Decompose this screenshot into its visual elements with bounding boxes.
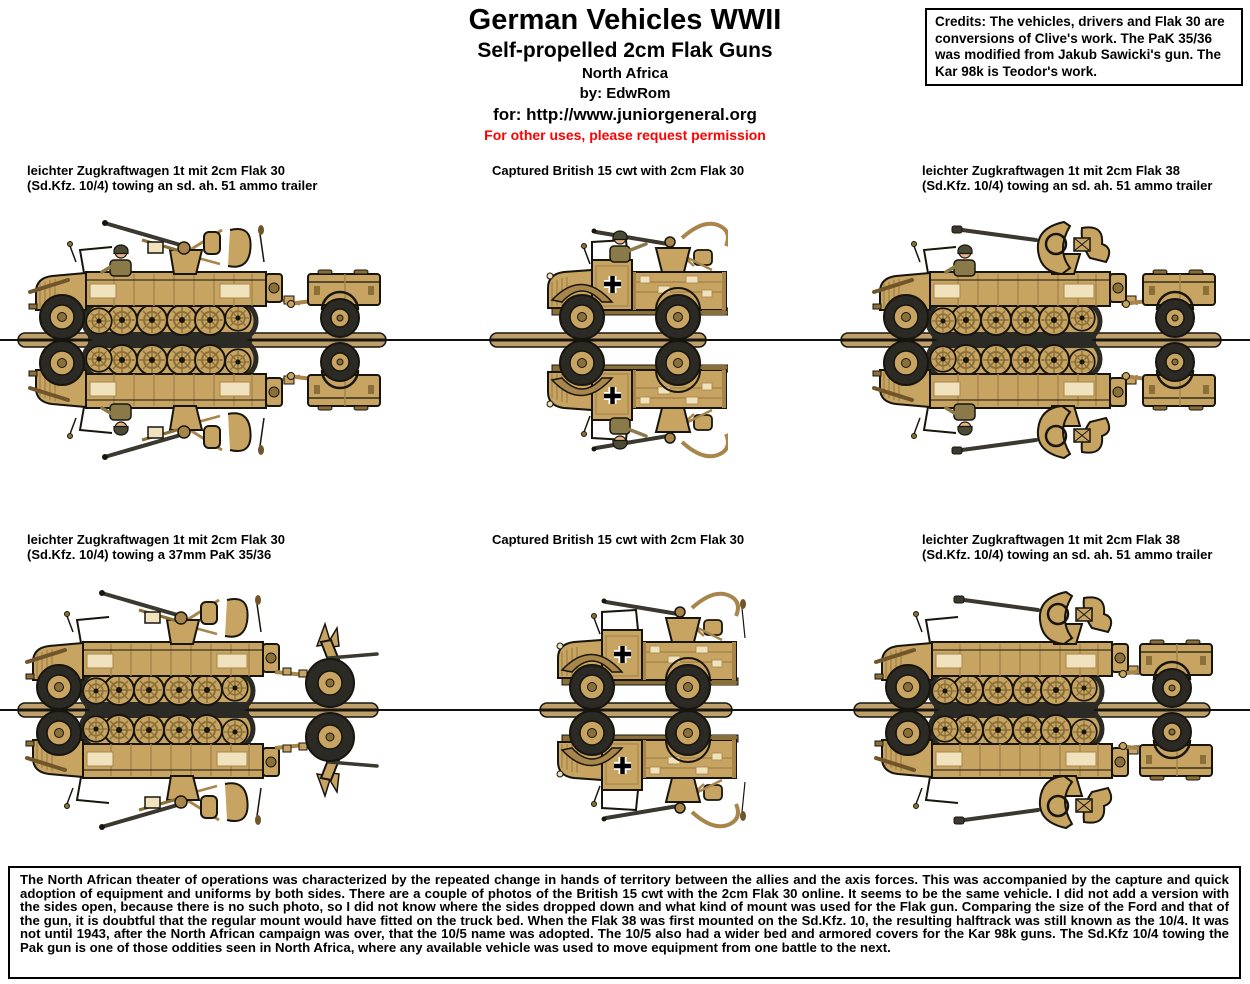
byline: by: EdwRom: [579, 85, 671, 102]
vehicle-illustration-top-left: [17, 218, 387, 462]
vehicle-illustration-bottom-middle: [539, 588, 752, 832]
vehicle-art: [26, 590, 377, 710]
permission-line: For other uses, please request permissio…: [484, 127, 766, 143]
caption-line: Captured British 15 cwt with 2cm Flak 30: [492, 163, 745, 178]
vehicle-art-mirrored: [29, 340, 380, 460]
footer-notes-text: The North African theater of operations …: [20, 872, 1229, 955]
caption-line: (Sd.Kfz. 10/4) towing an sd. ah. 51 ammo…: [922, 547, 1213, 562]
region-line: North Africa: [581, 65, 669, 82]
vehicle-art-mirrored: [875, 710, 1212, 828]
caption-top-middle: Captured British 15 cwt with 2cm Flak 30: [492, 163, 744, 178]
vehicle-illustration-bottom-left: [17, 588, 379, 832]
caption-line: (Sd.Kfz. 10/4) towing a 37mm PaK 35/36: [27, 547, 272, 562]
caption-bottom-left: leichter Zugkraftwagen 1t mit 2cm Flak 3…: [27, 532, 285, 562]
caption-top-left: leichter Zugkraftwagen 1t mit 2cm Flak 3…: [27, 163, 317, 193]
vehicle-art: [29, 220, 380, 340]
vehicle-illustration-top-middle: [489, 218, 728, 462]
page-title: German Vehicles WWII: [468, 4, 782, 36]
header: German Vehicles WWII Self-propelled 2cm …: [0, 4, 1250, 144]
page-subtitle: Self-propelled 2cm Flak Guns: [477, 39, 773, 62]
vehicle-illustration-top-right: [840, 218, 1222, 462]
caption-bottom-right: leichter Zugkraftwagen 1t mit 2cm Flak 3…: [922, 532, 1212, 562]
vehicle-art: [547, 224, 728, 339]
vehicle-illustration-bottom-right: [853, 588, 1248, 832]
vehicle-art-mirrored: [557, 711, 746, 826]
caption-line: Captured British 15 cwt with 2cm Flak 30: [492, 532, 745, 547]
vehicle-art-mirrored: [873, 340, 1215, 458]
caption-line: leichter Zugkraftwagen 1t mit 2cm Flak 3…: [27, 532, 285, 547]
vehicle-art-mirrored: [26, 710, 377, 830]
caption-line: leichter Zugkraftwagen 1t mit 2cm Flak 3…: [922, 532, 1180, 547]
caption-line: leichter Zugkraftwagen 1t mit 2cm Flak 3…: [922, 163, 1180, 178]
credits-text: Credits: The vehicles, drivers and Flak …: [935, 14, 1225, 79]
caption-line: (Sd.Kfz. 10/4) towing an sd. ah. 51 ammo…: [27, 178, 318, 193]
caption-bottom-middle: Captured British 15 cwt with 2cm Flak 30: [492, 532, 744, 547]
vehicle-art-mirrored: [547, 341, 728, 456]
caption-line: (Sd.Kfz. 10/4) towing an sd. ah. 51 ammo…: [922, 178, 1213, 193]
website-line: for: http://www.juniorgeneral.org: [493, 105, 757, 124]
caption-top-right: leichter Zugkraftwagen 1t mit 2cm Flak 3…: [922, 163, 1212, 193]
vehicle-art: [875, 592, 1212, 710]
caption-line: leichter Zugkraftwagen 1t mit 2cm Flak 3…: [27, 163, 285, 178]
vehicle-art: [557, 594, 746, 709]
credits-box: Credits: The vehicles, drivers and Flak …: [925, 8, 1243, 86]
vehicle-art: [873, 222, 1215, 340]
footer-notes-box: The North African theater of operations …: [8, 866, 1241, 979]
